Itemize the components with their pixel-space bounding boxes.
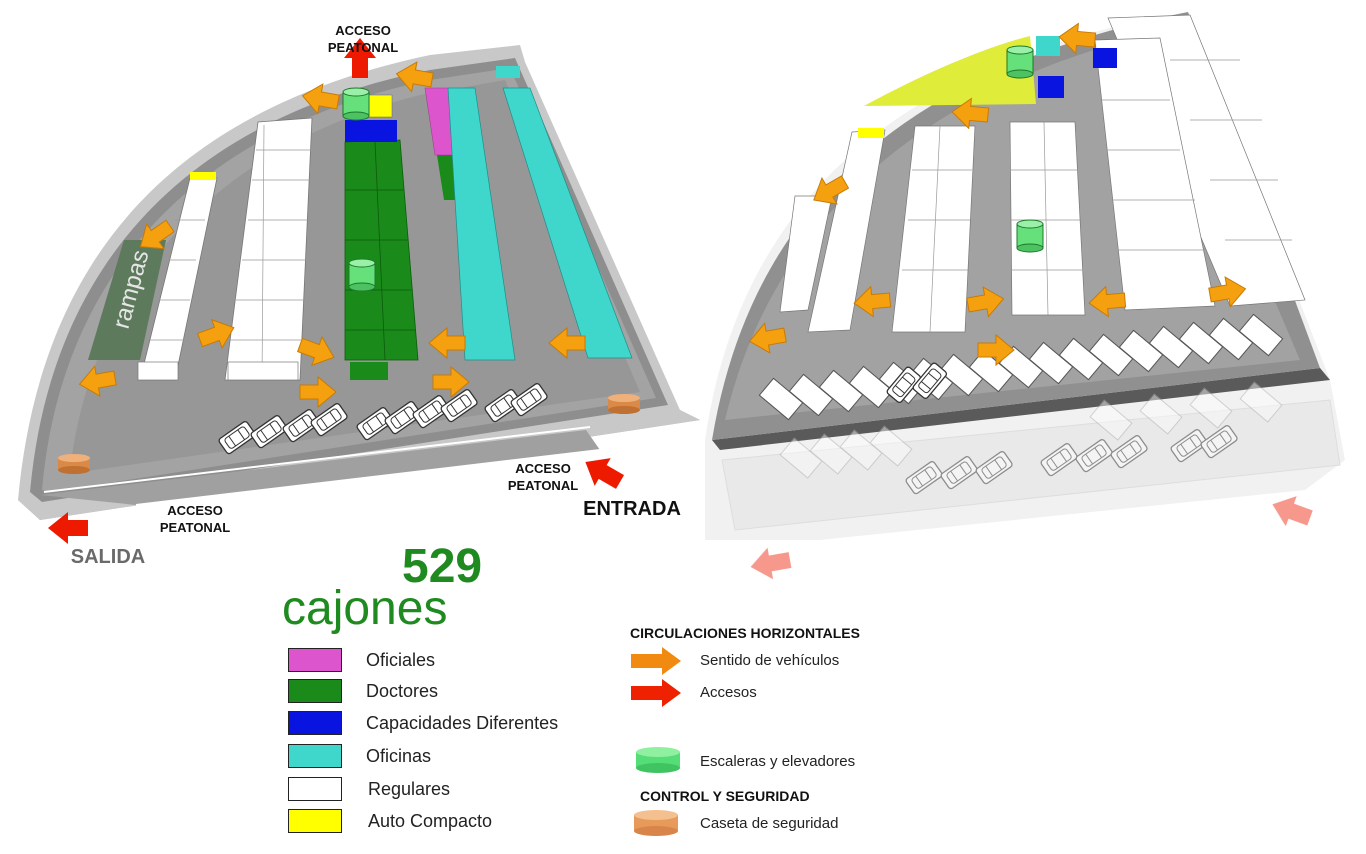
right-plan — [705, 12, 1345, 580]
legend-label: Oficiales — [366, 650, 436, 670]
entrada-label: ENTRADA — [583, 498, 681, 520]
legend-swatch — [288, 744, 342, 768]
acceso-peatonal-bottom-label: ACCESO PEATONAL — [159, 503, 231, 535]
legend-label: Oficinas — [366, 746, 432, 766]
legend-label: Capacidades Diferentes — [366, 713, 559, 733]
left-plan: rampas — [18, 38, 700, 544]
salida-label: SALIDA — [70, 546, 146, 568]
legend-swatch — [288, 809, 342, 833]
legend-swatch — [288, 679, 342, 703]
legend-label: Sentido de vehículos — [700, 652, 840, 669]
circulation-title: CIRCULACIONES HORIZONTALES — [630, 625, 860, 641]
capacity-number: 529 — [402, 540, 483, 593]
parking-plans: rampas — [18, 12, 1345, 580]
legend-swatch — [288, 711, 342, 735]
orange-cylinder-icon — [634, 810, 678, 836]
acceso-peatonal-top-label: ACCESO PEATONAL — [327, 23, 399, 55]
security-title: CONTROL Y SEGURIDAD — [640, 788, 810, 804]
orange-arrow-icon — [631, 647, 681, 675]
green-cylinder-icon — [636, 747, 680, 773]
legend-label: Accesos — [700, 684, 757, 701]
legend-label: Caseta de seguridad — [700, 815, 839, 832]
legend-label: Regulares — [368, 779, 451, 799]
legend-label: Auto Compacto — [368, 811, 493, 831]
red-arrow-icon — [631, 679, 681, 707]
capacity-unit: cajones — [282, 582, 448, 635]
legend-swatch — [288, 648, 342, 672]
legend-label: Escaleras y elevadores — [700, 753, 856, 770]
acceso-peatonal-right-label: ACCESO PEATONAL — [507, 461, 579, 493]
legend-swatch — [288, 777, 342, 801]
legend-label: Doctores — [366, 681, 439, 701]
